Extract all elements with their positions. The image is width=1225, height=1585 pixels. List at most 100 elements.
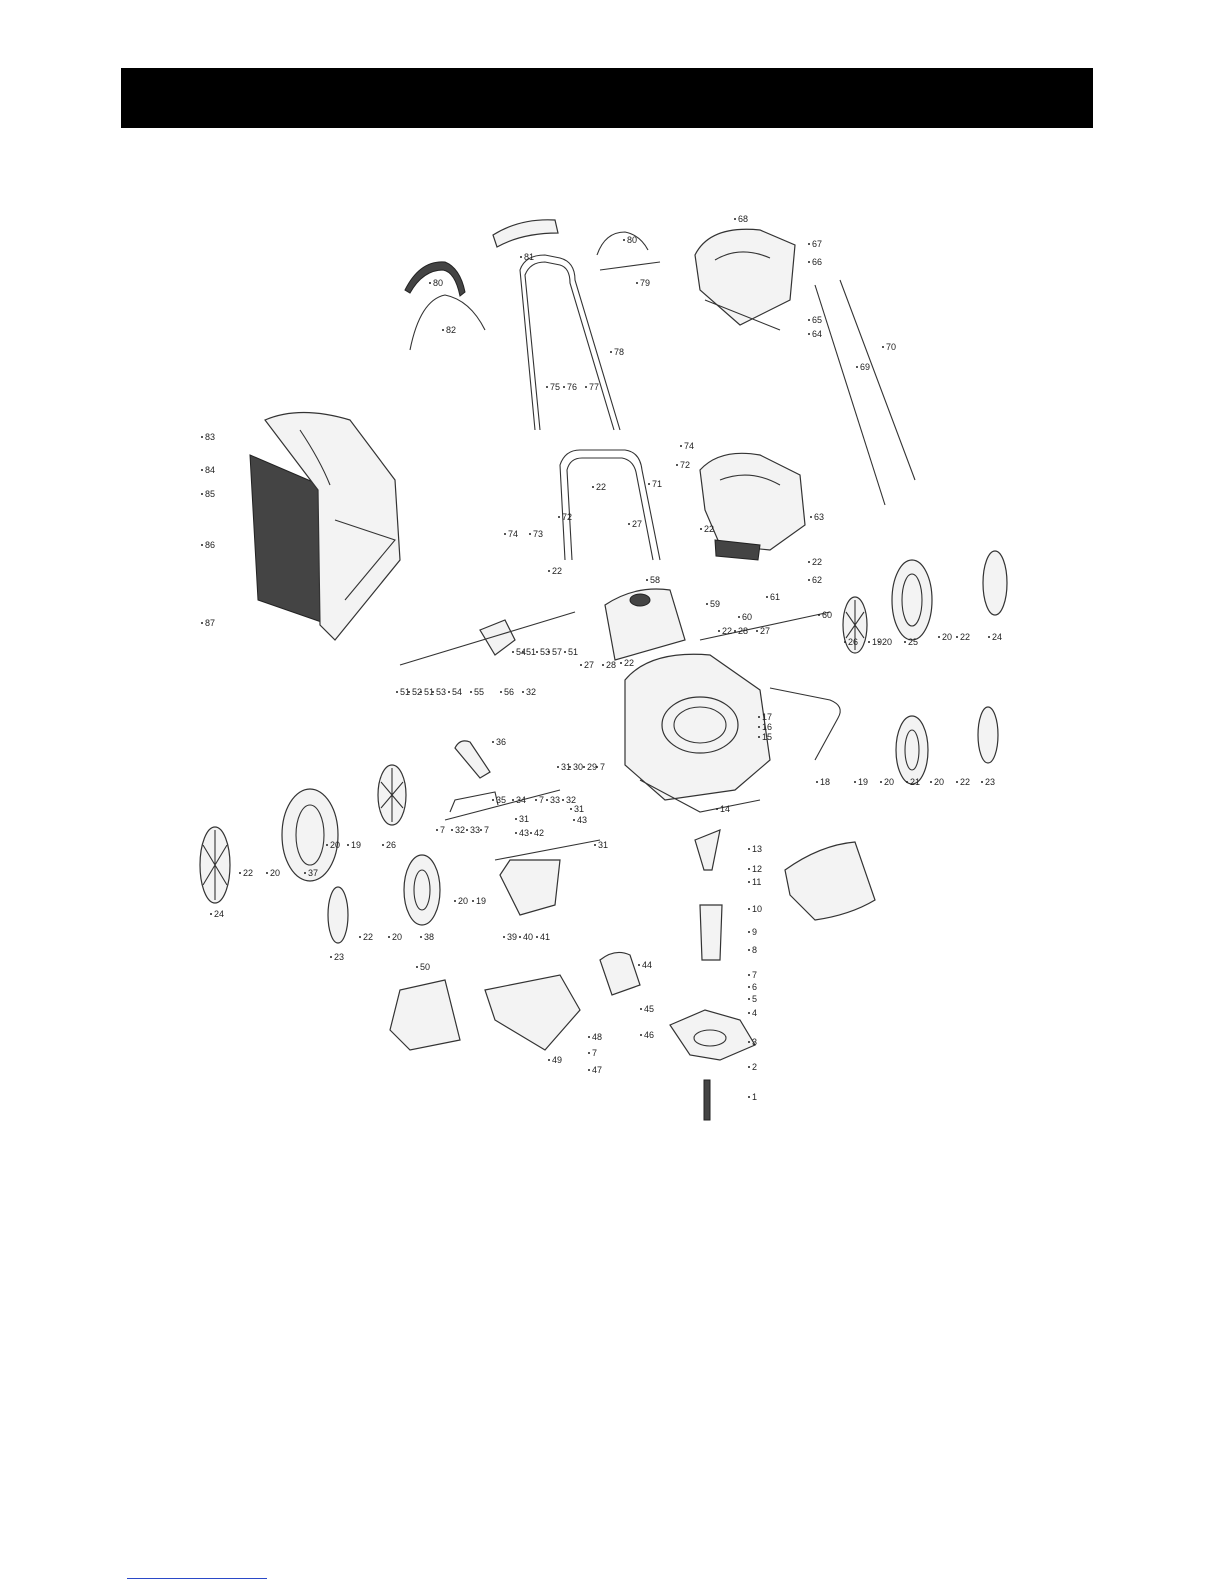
wheel-cap-rear-left xyxy=(327,886,349,944)
part-label: 84 xyxy=(205,465,215,475)
label-leader-dot xyxy=(748,908,750,910)
label-leader-dot xyxy=(500,691,502,693)
label-leader-dot xyxy=(981,781,983,783)
label-leader-dot xyxy=(588,1052,590,1054)
label-leader-dot xyxy=(239,872,241,874)
part-label: 20 xyxy=(270,868,280,878)
label-leader-dot xyxy=(878,641,880,643)
label-leader-dot xyxy=(536,936,538,938)
part-label: 64 xyxy=(812,329,822,339)
label-leader-dot xyxy=(808,561,810,563)
part-label: 72 xyxy=(562,512,572,522)
part-label: 73 xyxy=(533,529,543,539)
label-leader-dot xyxy=(330,956,332,958)
part-label: 28 xyxy=(606,660,616,670)
label-leader-dot xyxy=(201,436,203,438)
label-leader-dot xyxy=(359,936,361,938)
part-label: 19 xyxy=(476,896,486,906)
label-leader-dot xyxy=(818,614,820,616)
drive-unit xyxy=(399,611,576,666)
label-leader-dot xyxy=(628,523,630,525)
part-label: 7 xyxy=(539,795,544,805)
part-label: 19 xyxy=(858,777,868,787)
label-leader-dot xyxy=(748,848,750,850)
part-label: 81 xyxy=(524,252,534,262)
front-axle xyxy=(494,839,601,916)
label-leader-dot xyxy=(930,781,932,783)
label-leader-dot xyxy=(546,386,548,388)
rear-rod xyxy=(769,687,841,761)
label-leader-dot xyxy=(573,819,575,821)
part-label: 32 xyxy=(526,687,536,697)
label-leader-dot xyxy=(522,691,524,693)
label-leader-dot xyxy=(201,493,203,495)
part-label: 87 xyxy=(205,618,215,628)
label-leader-dot xyxy=(546,799,548,801)
label-leader-dot xyxy=(636,282,638,284)
label-leader-dot xyxy=(734,630,736,632)
part-label: 82 xyxy=(446,325,456,335)
lower-handle xyxy=(559,449,661,561)
part-label: 43 xyxy=(577,815,587,825)
part-label: 19 xyxy=(351,840,361,850)
label-leader-dot xyxy=(347,844,349,846)
blade xyxy=(669,1009,756,1121)
label-leader-dot xyxy=(718,630,720,632)
label-leader-dot xyxy=(472,900,474,902)
label-leader-dot xyxy=(868,641,870,643)
part-label: 74 xyxy=(684,441,694,451)
label-leader-dot xyxy=(210,913,212,915)
footer-link-underline[interactable] xyxy=(127,1578,267,1579)
part-label: 85 xyxy=(205,489,215,499)
part-label: 30 xyxy=(573,762,583,772)
part-label: 36 xyxy=(496,737,506,747)
part-label: 50 xyxy=(420,962,430,972)
part-label: 59 xyxy=(710,599,720,609)
part-label: 22 xyxy=(243,868,253,878)
label-leader-dot xyxy=(592,486,594,488)
part-label: 14 xyxy=(720,804,730,814)
part-label: 71 xyxy=(652,479,662,489)
label-leader-dot xyxy=(646,579,648,581)
label-leader-dot xyxy=(854,781,856,783)
part-label: 65 xyxy=(812,315,822,325)
part-label: 23 xyxy=(334,952,344,962)
part-label: 51 xyxy=(424,687,434,697)
part-label: 22 xyxy=(363,932,373,942)
label-leader-dot xyxy=(408,691,410,693)
label-leader-dot xyxy=(536,651,538,653)
label-leader-dot xyxy=(938,636,940,638)
label-leader-dot xyxy=(515,832,517,834)
part-label: 41 xyxy=(540,932,550,942)
part-label: 13 xyxy=(752,844,762,854)
height-lever xyxy=(444,740,561,821)
label-leader-dot xyxy=(758,716,760,718)
label-leader-dot xyxy=(448,691,450,693)
label-leader-dot xyxy=(470,691,472,693)
label-leader-dot xyxy=(564,651,566,653)
part-label: 45 xyxy=(644,1004,654,1014)
part-label: 51 xyxy=(526,647,536,657)
label-leader-dot xyxy=(676,464,678,466)
label-leader-dot xyxy=(326,844,328,846)
label-leader-dot xyxy=(436,829,438,831)
part-label: 33 xyxy=(470,825,480,835)
part-label: 23 xyxy=(985,777,995,787)
part-label: 10 xyxy=(752,904,762,914)
part-label: 47 xyxy=(592,1065,602,1075)
part-label: 12 xyxy=(752,864,762,874)
part-label: 58 xyxy=(650,575,660,585)
part-label: 4 xyxy=(752,1008,757,1018)
part-label: 60 xyxy=(822,610,832,620)
label-leader-dot xyxy=(529,533,531,535)
part-label: 54 xyxy=(452,687,462,697)
part-label: 16 xyxy=(762,722,772,732)
label-leader-dot xyxy=(562,799,564,801)
label-leader-dot xyxy=(429,282,431,284)
part-label: 28 xyxy=(738,626,748,636)
label-leader-dot xyxy=(638,964,640,966)
label-leader-dot xyxy=(563,386,565,388)
part-label: 48 xyxy=(592,1032,602,1042)
label-leader-dot xyxy=(530,832,532,834)
